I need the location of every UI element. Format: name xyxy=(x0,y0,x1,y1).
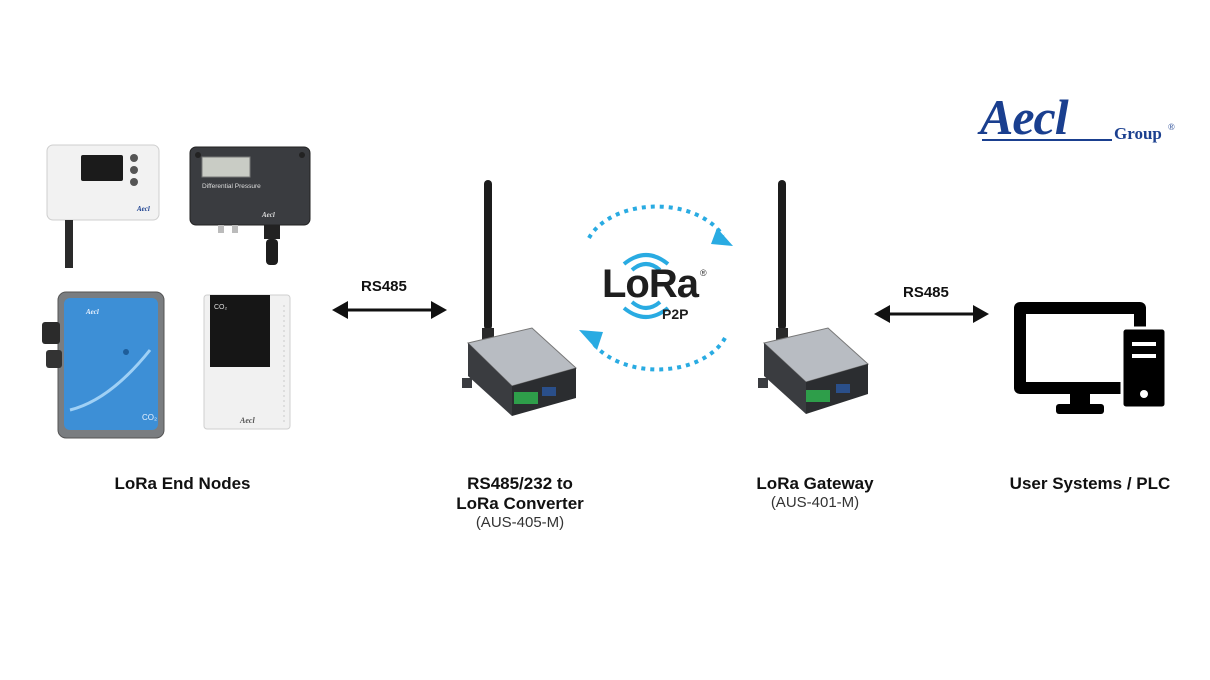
sensor-differential-pressure-image: Differential Pressure Aecl xyxy=(189,146,311,265)
sensor3-brand: Aecl xyxy=(85,308,99,316)
brand-logo-text: Aecl xyxy=(980,89,1069,145)
sensor4-brand: Aecl xyxy=(239,416,255,425)
converter-model: (AUS-405-M) xyxy=(475,514,565,531)
link-right-double-arrow xyxy=(874,305,989,323)
sensor2-label: Differential Pressure xyxy=(202,183,261,190)
gateway-device-image xyxy=(758,180,870,414)
sensor1-brand: Aecl xyxy=(136,205,150,213)
converter-title-line1: RS485/232 to xyxy=(467,474,573,493)
lora-registered-mark: ® xyxy=(700,268,707,278)
sensor4-co2: CO₂ xyxy=(214,304,228,311)
lora-mode: P2P xyxy=(662,306,689,322)
gateway-model: (AUS-401-M) xyxy=(770,494,860,511)
brand-underline xyxy=(982,139,1112,141)
sensor3-co2: CO₂ xyxy=(142,413,157,422)
sensor-temp-humidity-image: Aecl xyxy=(46,144,160,268)
label-converter: RS485/232 to LoRa Converter (AUS-405-M) xyxy=(410,474,630,532)
end-nodes-title: LoRa End Nodes xyxy=(114,474,251,493)
sensor-co2-white-image: CO₂ Aecl xyxy=(203,294,291,430)
converter-title-line2: LoRa Converter xyxy=(456,494,584,513)
lora-logo-text: LoRa xyxy=(602,262,699,306)
label-end-nodes: LoRa End Nodes xyxy=(80,474,285,494)
link-left-label: RS485 xyxy=(361,278,407,295)
label-gateway: LoRa Gateway (AUS-401-M) xyxy=(720,474,910,512)
converter-device-image xyxy=(462,180,578,416)
brand-registered-mark: ® xyxy=(1168,122,1175,132)
user-systems-title: User Systems / PLC xyxy=(1009,474,1171,493)
computer-icon xyxy=(1014,302,1168,414)
lora-p2p-arrows xyxy=(579,204,733,372)
brand-logo: Aecl Group ® xyxy=(980,88,1180,148)
lora-logo: LoRa ® P2P xyxy=(598,246,728,326)
gateway-title: LoRa Gateway xyxy=(756,474,874,493)
label-user-systems: User Systems / PLC xyxy=(990,474,1190,494)
sensor-co2-blue-image: Aecl CO₂ xyxy=(42,291,165,439)
lora-wave-icon xyxy=(622,253,670,319)
brand-logo-suffix: Group xyxy=(1114,124,1162,143)
link-left-double-arrow xyxy=(332,301,447,319)
sensor2-brand: Aecl xyxy=(261,211,275,219)
link-right-label: RS485 xyxy=(903,284,949,301)
